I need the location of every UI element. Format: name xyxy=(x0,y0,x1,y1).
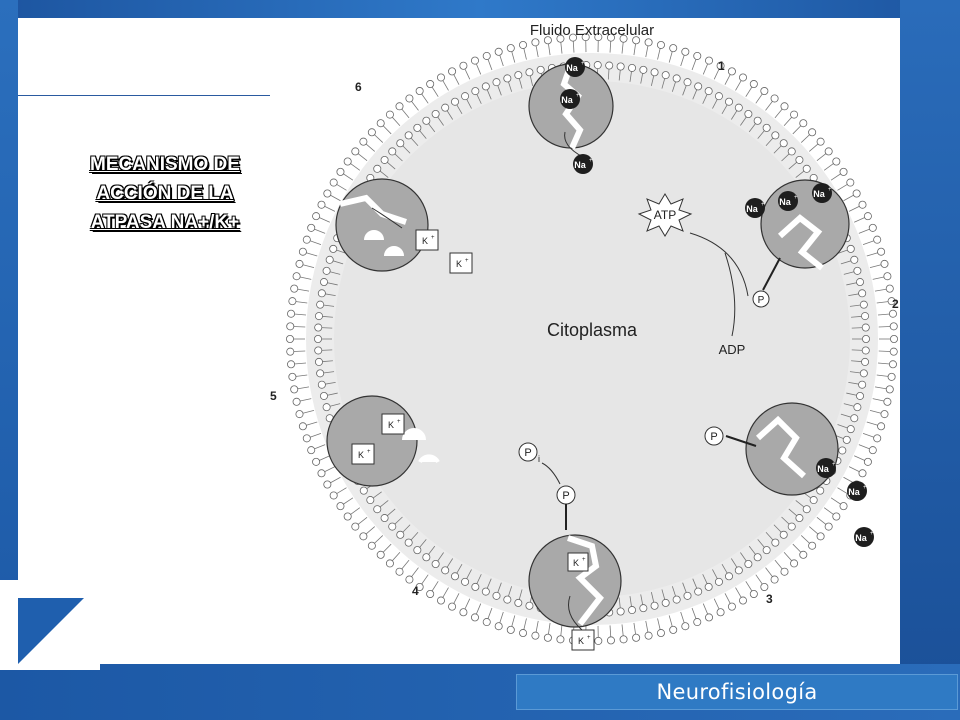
svg-text:Na: Na xyxy=(817,464,829,474)
arrow xyxy=(568,595,583,631)
atp-arrow xyxy=(689,232,749,297)
svg-text:Na: Na xyxy=(574,160,586,170)
svg-text:+: + xyxy=(832,462,836,468)
pump-protein-2: Na + Na + Na + P xyxy=(745,179,850,308)
phosphate: P xyxy=(556,485,576,505)
svg-text:Na: Na xyxy=(561,95,573,105)
svg-text:+: + xyxy=(465,258,469,264)
k-ion: K + xyxy=(381,413,405,435)
svg-text:+: + xyxy=(761,202,765,208)
adp-label: ADP xyxy=(719,342,746,357)
step-label-6: 6 xyxy=(355,80,362,94)
phosphate: P xyxy=(704,426,724,446)
adp-arrow xyxy=(724,252,736,337)
pump-protein-6: K + K + xyxy=(335,178,473,274)
svg-text:K: K xyxy=(573,558,579,568)
svg-text:i: i xyxy=(538,454,540,464)
k-ion: K + xyxy=(567,552,589,572)
k-ion: K + xyxy=(571,629,595,651)
header-rule xyxy=(18,95,270,96)
step-label-1: 1 xyxy=(718,59,725,73)
svg-text:ATP: ATP xyxy=(654,208,676,222)
na-ion: Na + xyxy=(745,198,765,218)
svg-text:Na: Na xyxy=(779,197,791,207)
svg-text:+: + xyxy=(582,557,586,563)
na-ion: Na + xyxy=(560,89,580,109)
inorganic-phosphate: P i xyxy=(518,442,540,464)
na-ion: Na + xyxy=(847,481,867,501)
svg-text:K: K xyxy=(578,636,584,646)
svg-text:K: K xyxy=(456,259,462,269)
svg-text:P: P xyxy=(524,447,531,459)
cytoplasm-label: Citoplasma xyxy=(547,320,638,340)
svg-text:+: + xyxy=(589,158,593,164)
svg-text:+: + xyxy=(587,635,591,641)
svg-text:Na: Na xyxy=(813,189,825,199)
pump-protein-3: P Na + Na + Na + xyxy=(704,402,874,547)
na-ion: Na + xyxy=(812,183,832,203)
svg-text:+: + xyxy=(863,485,867,491)
footer-course-title: Neurofisiología xyxy=(516,674,958,710)
svg-text:+: + xyxy=(576,93,580,99)
slide-title: MECANISMO DE ACCIÓN DE LA ATPASA NA+/K+ xyxy=(90,154,240,233)
svg-text:+: + xyxy=(431,235,435,241)
na-ion: Na + xyxy=(816,458,836,478)
svg-text:K: K xyxy=(388,420,394,430)
extracellular-label: Fluido Extracelular xyxy=(530,22,654,39)
k-ion: K + xyxy=(449,252,473,274)
pump-protein-5: K + K + xyxy=(326,395,440,487)
pump-protein-4: K + K + xyxy=(528,534,622,651)
na-ion: Na + xyxy=(573,154,593,174)
cytoplasm xyxy=(334,81,850,597)
svg-text:P: P xyxy=(758,295,765,306)
phosphate: P xyxy=(752,290,770,308)
svg-text:K: K xyxy=(358,450,364,460)
svg-text:+: + xyxy=(581,61,585,67)
arrow xyxy=(371,207,403,229)
svg-text:+: + xyxy=(367,449,371,455)
left-panel xyxy=(18,18,272,664)
svg-text:Na: Na xyxy=(746,204,758,214)
svg-text:Na: Na xyxy=(566,63,578,73)
na-ion: Na + xyxy=(854,527,874,547)
corner-triangle xyxy=(18,598,84,664)
pump-protein-1: Na + Na + Na + xyxy=(528,57,614,174)
pi-arrow xyxy=(541,462,561,485)
svg-text:P: P xyxy=(562,490,569,502)
k-ion: K + xyxy=(351,443,375,465)
na-ion: Na + xyxy=(565,57,585,77)
atp-burst: ATP xyxy=(637,193,693,237)
svg-text:+: + xyxy=(397,419,401,425)
svg-text:+: + xyxy=(870,531,874,537)
frame-left-bar xyxy=(0,0,18,720)
svg-text:K: K xyxy=(422,236,428,246)
svg-text:Na: Na xyxy=(855,533,867,543)
step-label-3: 3 xyxy=(766,592,773,606)
step-label-4: 4 xyxy=(412,584,419,598)
svg-text:+: + xyxy=(794,195,798,201)
svg-text:Na: Na xyxy=(848,487,860,497)
na-ion: Na + xyxy=(778,191,798,211)
frame-top-bar xyxy=(0,0,960,18)
frame-right-bar xyxy=(900,0,960,720)
k-ion: K + xyxy=(415,229,439,251)
step-label-5: 5 xyxy=(270,389,277,403)
svg-text:+: + xyxy=(828,187,832,193)
na-k-pump-diagram: Fluido Extracelular Citoplasma 1 2 3 4 5… xyxy=(270,22,899,651)
step-label-2: 2 xyxy=(892,297,899,311)
svg-text:P: P xyxy=(710,431,717,443)
